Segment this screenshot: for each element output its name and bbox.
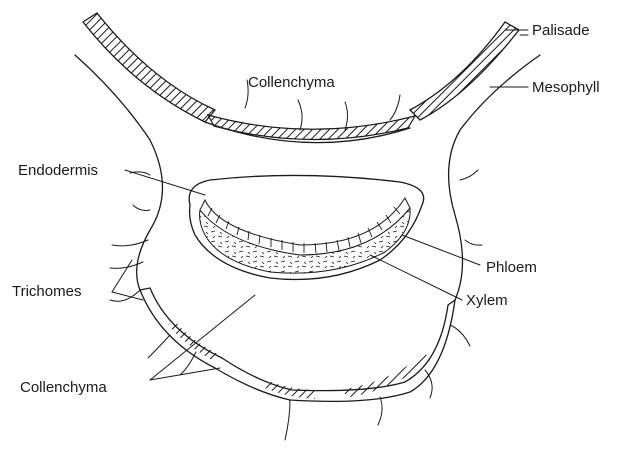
palisade-band-right [408, 21, 520, 121]
collenchyma-hatch-right [345, 353, 430, 398]
collenchyma-cap-top [206, 114, 417, 141]
palisade-band-left [82, 12, 217, 123]
phloem-cells [207, 206, 401, 254]
leader-lines [111, 29, 529, 381]
label-xylem: Xylem [466, 292, 508, 309]
label-palisade: Palisade [532, 22, 590, 39]
xylem-band [199, 206, 411, 274]
upper-epidermis [204, 121, 411, 144]
label-collenchyma-top: Collenchyma [248, 74, 335, 91]
phloem-row [199, 196, 411, 256]
label-collenchyma-bottom: Collenchyma [20, 379, 107, 396]
label-phloem: Phloem [486, 259, 537, 276]
left-lower-epidermis [74, 54, 164, 291]
collenchyma-hatch-mid [265, 381, 316, 399]
trichomes [109, 79, 483, 441]
collenchyma-hatch-left [168, 320, 220, 362]
label-mesophyll: Mesophyll [532, 79, 600, 96]
label-endodermis: Endodermis [18, 162, 98, 179]
right-lower-epidermis [447, 54, 541, 301]
endodermis-ring [188, 174, 425, 281]
collenchyma-band-bottom [139, 287, 456, 403]
label-trichomes: Trichomes [12, 283, 81, 300]
